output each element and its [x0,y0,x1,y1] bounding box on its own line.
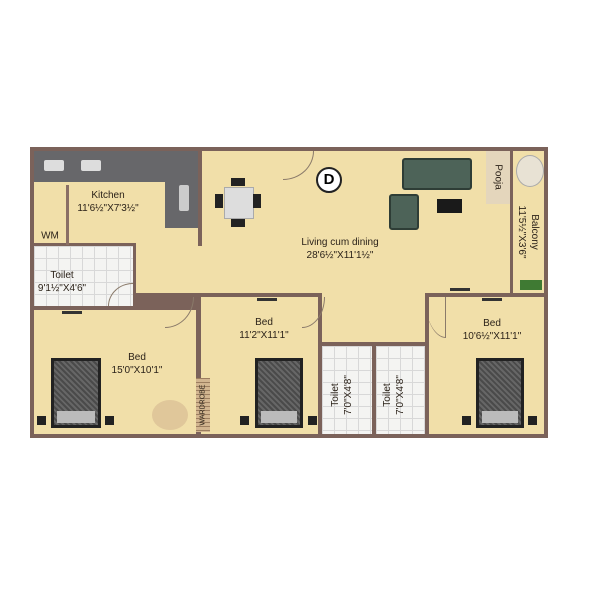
room-size: 15'0"X10'1" [111,365,163,376]
sink-icon [81,160,101,171]
room-name: Bed [483,318,501,329]
nightstand [308,416,317,425]
living-label: Living cum dining 28'6½"X11'1½" [301,236,378,262]
study-chair [152,400,188,430]
entrance-marker: D [316,167,342,193]
wm-label: WM [41,230,59,242]
room-name: Kitchen [91,190,125,201]
room-size: 28'6½"X11'1½" [306,250,374,261]
fan-icon [482,298,502,301]
room-size: 11'2"X11'1" [239,330,289,341]
nightstand [462,416,471,425]
wall [133,243,136,308]
wall [425,293,545,297]
floor-toilet-3 [376,346,425,434]
room-size: 7'0"X4'8" [343,375,354,415]
wall [372,342,376,434]
dining-chair [215,194,223,208]
bed-2-label: Bed 11'2"X11'1" [239,316,288,342]
room-name: Bed [128,352,146,363]
bed-3-label: Bed 10'6½"X11'1" [463,317,522,343]
wall [425,293,429,434]
armchair [389,194,419,230]
wardrobe [196,378,210,432]
pooja-area [486,151,510,204]
bed-furniture [255,358,303,428]
coffee-table [437,199,462,213]
room-name: Balcony [529,214,540,250]
nightstand [37,416,46,425]
fan-icon [62,311,82,314]
wall [510,275,513,297]
dining-chair [231,178,245,186]
wall [34,243,135,246]
room-name: Toilet [330,383,341,407]
stove-icon [179,185,189,211]
wall [196,293,201,434]
sink-icon [44,160,64,171]
kitchen-label: Kitchen 11'6½"X7'3½" [77,189,138,215]
sofa [402,158,472,190]
room-name: Toilet [382,383,393,407]
room-size: 7'0"X4'8" [395,375,406,415]
wall [318,297,322,434]
wardrobe-label: WARDROBE [199,384,207,426]
wall [66,185,69,245]
plants [520,280,542,290]
bed-furniture [476,358,524,428]
room-size: 10'6½"X11'1" [462,331,522,342]
nightstand [105,416,114,425]
bed-1-label: Bed 15'0"X10'1" [112,351,163,377]
floor-toilet-2 [322,346,372,434]
room-name: Toilet [50,270,74,281]
fan-icon [450,288,470,291]
floor-link [135,245,201,293]
room-name: Bed [255,317,273,328]
floor-corridor [322,293,426,343]
bed-furniture [51,358,101,428]
balcony-chairs [516,155,544,187]
toilet-1-label: Toilet 9'1½"X4'6" [38,269,86,295]
room-size: 9'1½"X4'6" [37,283,87,294]
wall [196,293,296,297]
room-name: Living cum dining [301,237,379,248]
wall [34,306,164,310]
dining-table [224,187,254,219]
room-size: 11'5½"X3'6" [516,205,527,259]
pooja-label: Pooja [492,164,504,190]
wall [198,151,202,246]
room-size: 11'6½"X7'3½" [77,203,139,214]
nightstand [528,416,537,425]
dining-chair [253,194,261,208]
nightstand [240,416,249,425]
fan-icon [257,298,277,301]
wall [510,151,513,179]
dining-chair [231,219,245,227]
